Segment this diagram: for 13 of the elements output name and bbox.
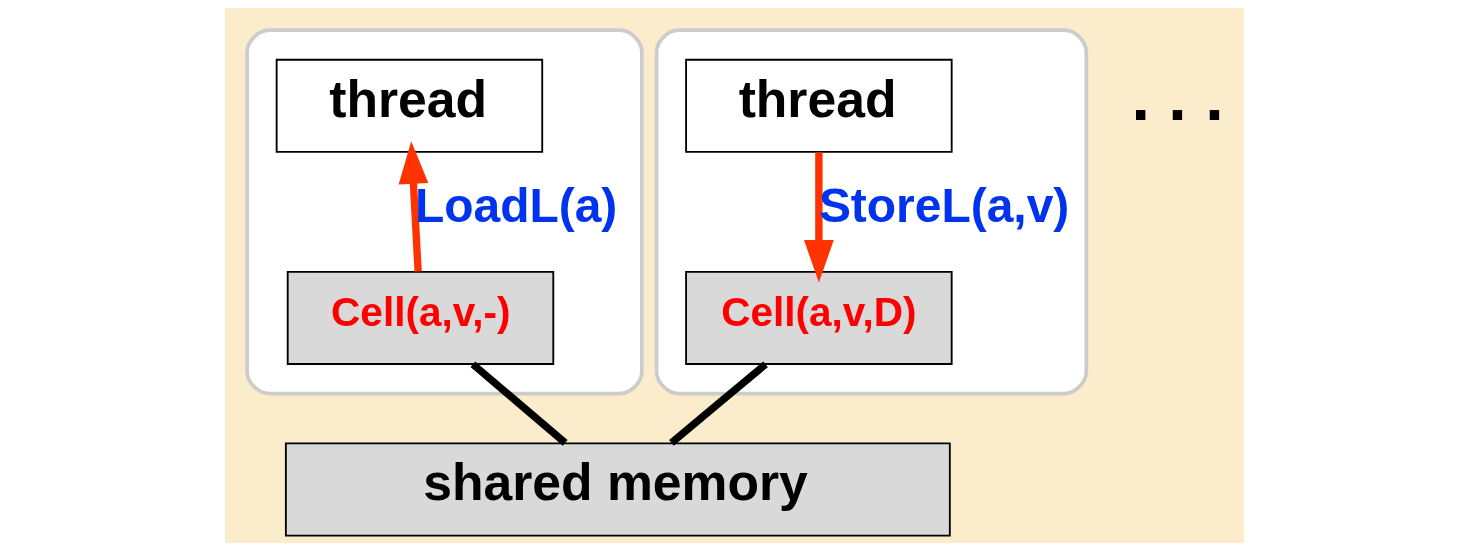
connector: [668, 361, 768, 446]
label: . . .: [1131, 60, 1224, 135]
edge-label: LoadL(a): [414, 178, 617, 232]
arrow: [398, 141, 428, 272]
node-box: thread: [684, 58, 953, 153]
node-box: Cell(a,v,D): [684, 270, 953, 365]
cluster: [244, 28, 644, 396]
arrow: [803, 152, 834, 283]
node-box: thread: [275, 58, 543, 153]
node-box: shared memory: [284, 442, 951, 537]
connector: [469, 361, 568, 446]
cluster: [654, 28, 1088, 396]
node-box: Cell(a,v,-): [286, 270, 554, 365]
